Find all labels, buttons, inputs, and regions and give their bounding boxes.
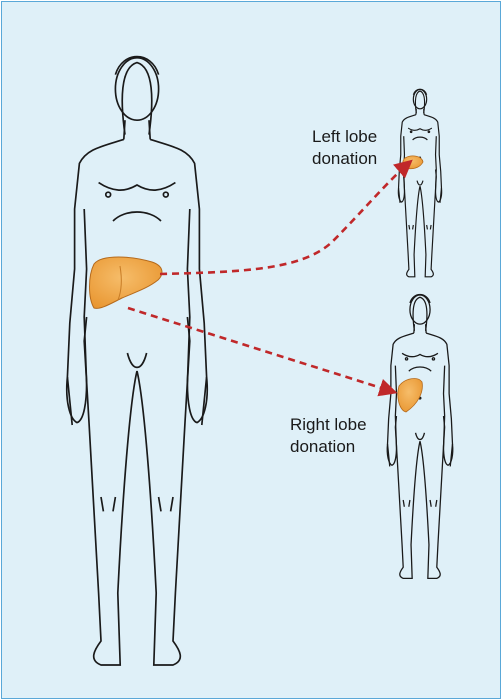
adult-recipient-figure [387, 294, 453, 578]
right-lobe-donation-label: Right lobe donation [290, 414, 367, 458]
adult-recipient-liver-right-lobe [398, 379, 423, 412]
donor-liver [90, 257, 162, 308]
child-liver-left-lobe [403, 156, 423, 169]
arrow-right-lobe [128, 308, 394, 392]
arrow-left-lobe [160, 162, 410, 274]
left-lobe-label-line1: Left lobe [312, 126, 377, 148]
left-lobe-donation-label: Left lobe donation [312, 126, 377, 170]
right-lobe-label-line1: Right lobe [290, 414, 367, 436]
left-lobe-label-line2: donation [312, 148, 377, 170]
child-recipient-figure [398, 89, 441, 277]
donor-figure [67, 57, 207, 665]
right-lobe-label-line2: donation [290, 436, 367, 458]
